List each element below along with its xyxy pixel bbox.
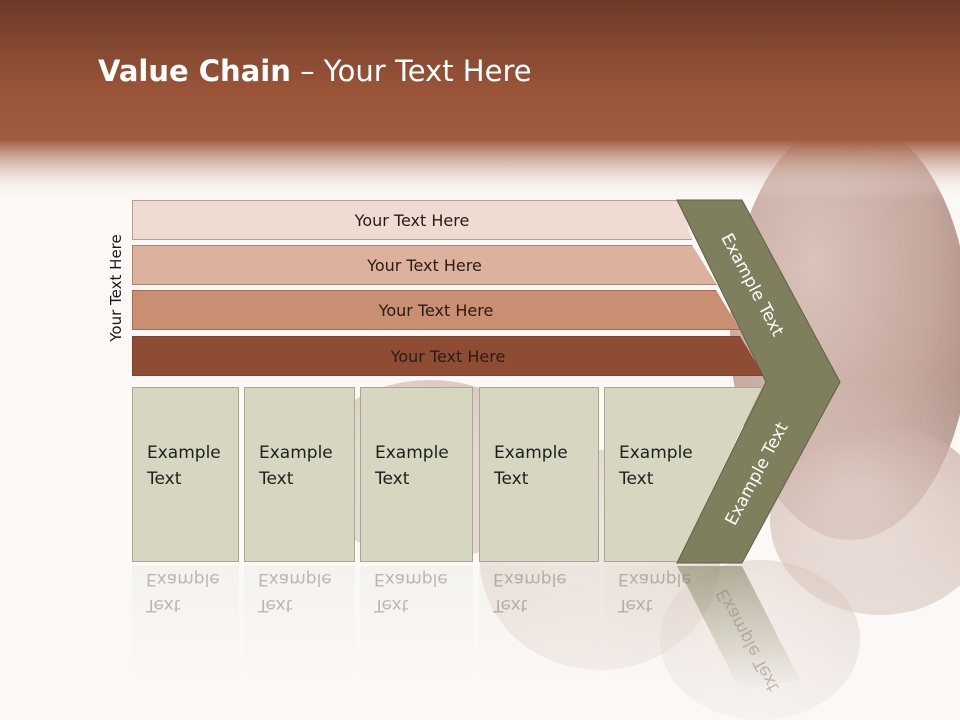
box-line1: Example bbox=[375, 443, 449, 463]
box-line1: Example bbox=[619, 443, 693, 463]
reflection-4: Text Example bbox=[479, 566, 599, 684]
box-line2: Text bbox=[147, 469, 182, 489]
refl-line2: Text bbox=[258, 595, 293, 615]
box-line2: Text bbox=[375, 469, 410, 489]
reflection-1: Text Example bbox=[132, 566, 239, 684]
support-bar-1: Your Text Here bbox=[132, 200, 692, 240]
bar-label: Your Text Here bbox=[390, 346, 506, 366]
refl-line2: Text bbox=[493, 595, 528, 615]
refl-line1: Example bbox=[618, 569, 692, 589]
reflection-2: Text Example bbox=[244, 566, 355, 684]
box-line1: Example bbox=[494, 443, 568, 463]
activity-box-1: Example Text bbox=[132, 387, 239, 562]
slide-title: Value Chain – Your Text Here bbox=[98, 54, 532, 88]
box-line1: Example bbox=[147, 443, 221, 463]
bar-label: Your Text Here bbox=[367, 255, 482, 275]
bar-label: Your Text Here bbox=[354, 210, 470, 230]
refl-line2: Text bbox=[618, 595, 653, 615]
support-bar-2: Your Text Here bbox=[132, 245, 717, 285]
refl-line1: Example bbox=[258, 569, 332, 589]
refl-line1: Example bbox=[493, 569, 567, 589]
activity-box-2: Example Text bbox=[244, 387, 355, 562]
activity-box-4: Example Text bbox=[479, 387, 599, 562]
box-line2: Text bbox=[259, 469, 294, 489]
support-bar-4: Your Text Here bbox=[132, 336, 764, 376]
title-bold: Value Chain bbox=[98, 54, 291, 88]
refl-line2: Text bbox=[146, 595, 181, 615]
support-bar-3: Your Text Here bbox=[132, 290, 740, 330]
reflection-3: Text Example bbox=[360, 566, 473, 684]
refl-line1: Example bbox=[146, 569, 220, 589]
reflection-5: Text Example bbox=[604, 566, 734, 684]
box-line2: Text bbox=[619, 469, 654, 489]
refl-line1: Example bbox=[374, 569, 448, 589]
activity-box-3: Example Text bbox=[360, 387, 473, 562]
box-line1: Example bbox=[259, 443, 333, 463]
title-rest: – Your Text Here bbox=[290, 54, 532, 88]
box-line2: Text bbox=[494, 469, 529, 489]
side-label: Your Text Here bbox=[107, 234, 125, 342]
refl-line2: Text bbox=[374, 595, 409, 615]
bar-label: Your Text Here bbox=[378, 300, 494, 320]
